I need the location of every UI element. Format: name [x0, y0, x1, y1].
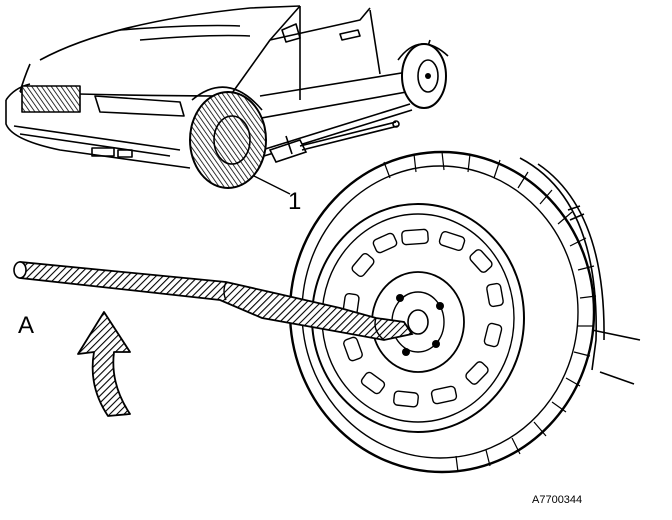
- car-rear-wheel: [401, 43, 447, 109]
- car-front-wheel: [189, 91, 267, 189]
- tire-tread: [383, 151, 597, 473]
- figure-id-label: A7700344: [532, 494, 583, 506]
- rim-slots: [342, 228, 504, 408]
- wheel-nuts: [396, 294, 444, 356]
- rotation-arrow-icon: [77, 311, 131, 417]
- callout-1-label: 1: [288, 188, 302, 215]
- grille: [21, 85, 81, 113]
- lug-wrench: [13, 261, 414, 341]
- callout-a-label: A: [18, 312, 35, 339]
- wheel-arch: [519, 157, 641, 385]
- callout-1-leader: [253, 175, 291, 195]
- jack: [268, 120, 400, 163]
- spare-wheel: [288, 150, 597, 474]
